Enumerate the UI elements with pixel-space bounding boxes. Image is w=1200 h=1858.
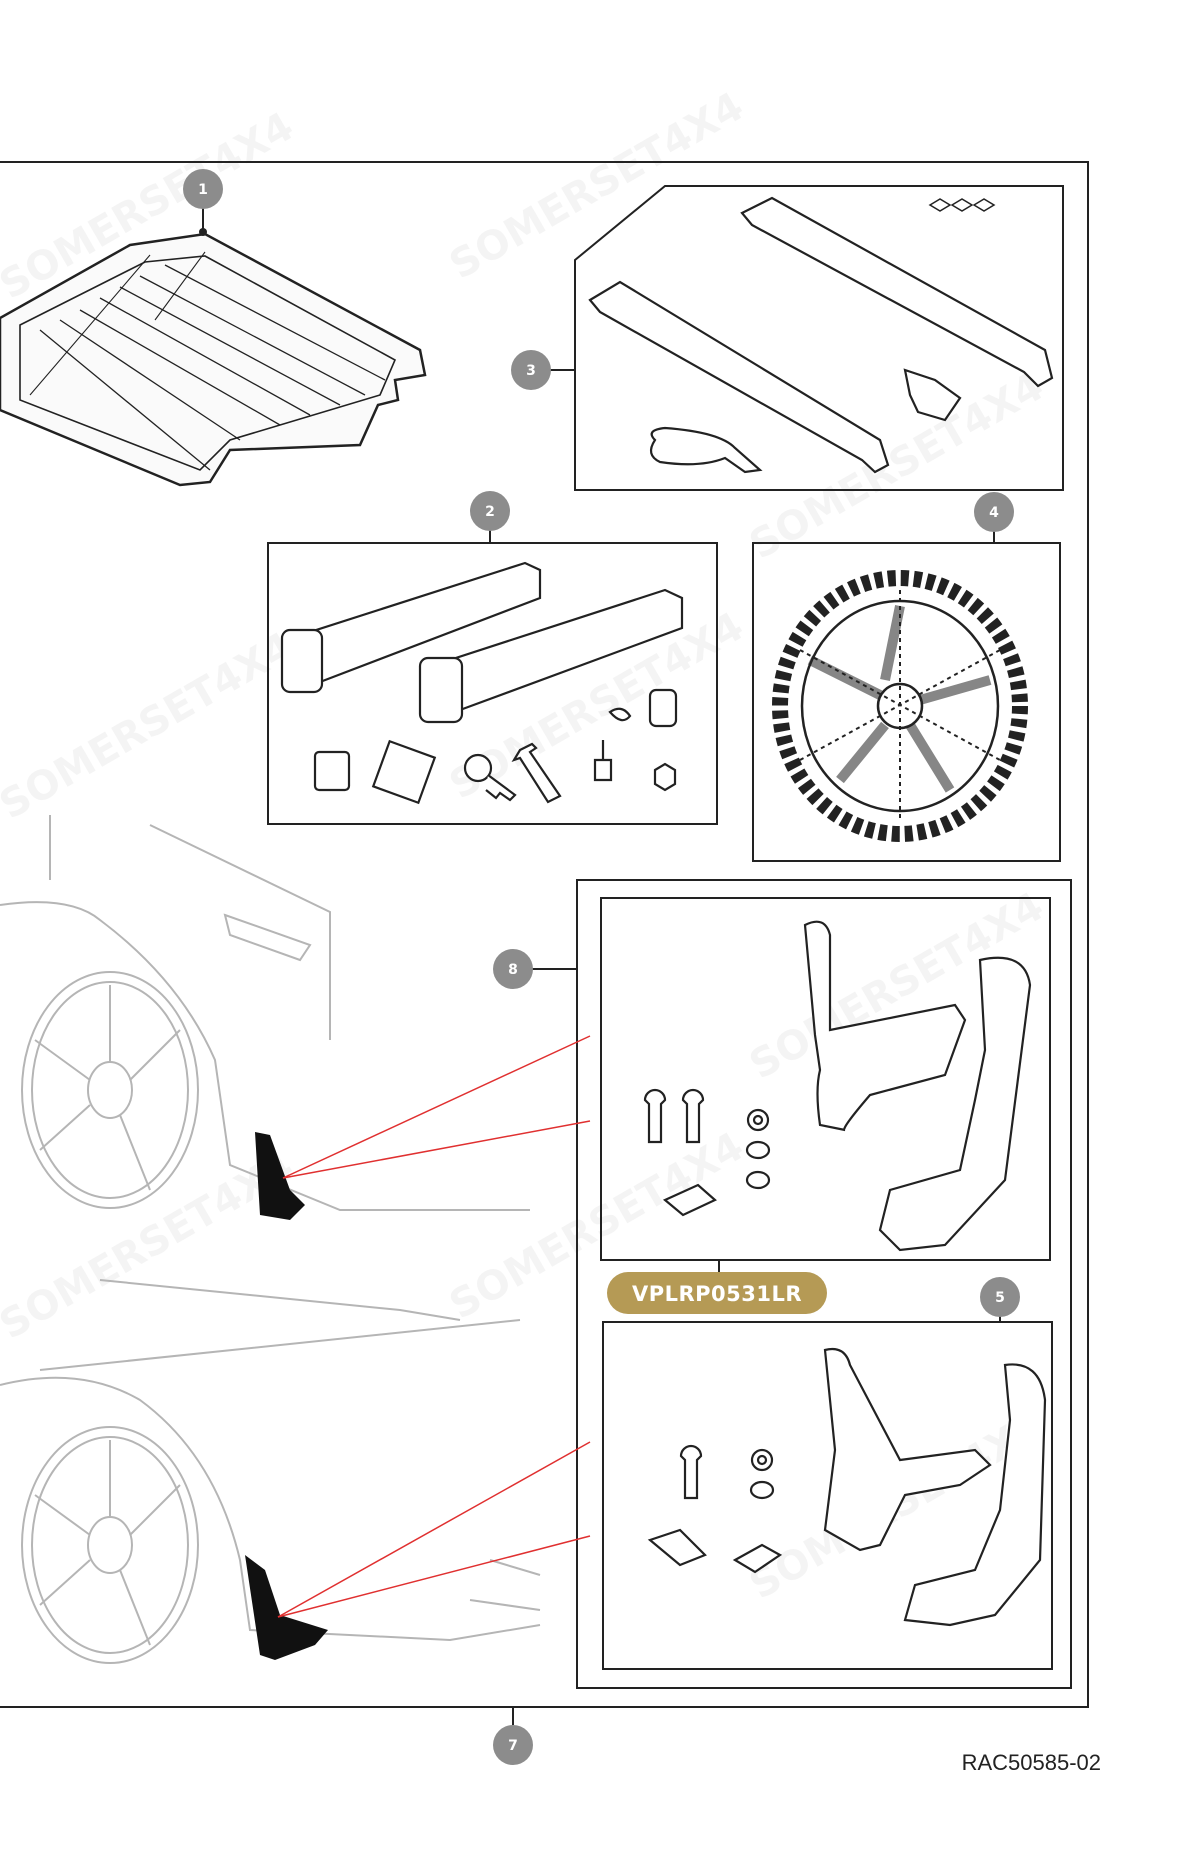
callout-8: 8 (493, 949, 533, 989)
callout-2: 2 (470, 491, 510, 531)
part-number-badge: VPLRP0531LR (607, 1272, 827, 1314)
reference-code: RAC50585-02 (962, 1750, 1101, 1775)
snow-chain-box (752, 542, 1061, 862)
part-number-label: VPLRP0531LR (632, 1282, 802, 1306)
callout-number: 7 (508, 1738, 518, 1754)
mudflap-group-frame (576, 879, 1072, 1689)
leader-line-red (282, 1120, 591, 1179)
watermark: SOMERSET4X4 (0, 623, 301, 828)
ski-carrier-illustration (280, 561, 684, 805)
snow-chain-illustration (772, 570, 1028, 842)
callout-number: 5 (995, 1290, 1005, 1306)
callout-number: 8 (508, 962, 518, 978)
loadspace-mat-illustration (0, 232, 427, 487)
cross-bars-box (574, 185, 1064, 491)
callout-number: 2 (485, 504, 495, 520)
callout-7: 7 (493, 1725, 533, 1765)
cross-bars-illustration (588, 196, 1054, 474)
outer-frame (0, 161, 1089, 1708)
callout-number: 4 (989, 505, 999, 521)
ski-carrier-box (267, 542, 718, 825)
rear-mudflap-illustration (647, 1347, 1047, 1627)
rear-mudflap-on-car (245, 1555, 328, 1660)
callout-5: 5 (980, 1277, 1020, 1317)
leader-line-red (277, 1441, 591, 1618)
front-mudflap-illustration (643, 920, 1032, 1252)
callout-anchor-dot (199, 228, 207, 236)
callout-number: 1 (198, 182, 208, 198)
callout-number: 3 (526, 363, 536, 379)
rear-wheel-arch-illustration (0, 1279, 541, 1664)
leader-line-red (282, 1035, 591, 1179)
front-mudflap-box (600, 897, 1051, 1261)
callout-1: 1 (183, 169, 223, 209)
rear-mudflap-box (602, 1321, 1053, 1670)
callout-3: 3 (511, 350, 551, 390)
front-wheel-arch-illustration (0, 815, 530, 1211)
callout-4: 4 (974, 492, 1014, 532)
leader-line-red (277, 1535, 591, 1618)
front-mudflap-on-car (255, 1132, 305, 1220)
watermark: SOMERSET4X4 (0, 1143, 301, 1348)
